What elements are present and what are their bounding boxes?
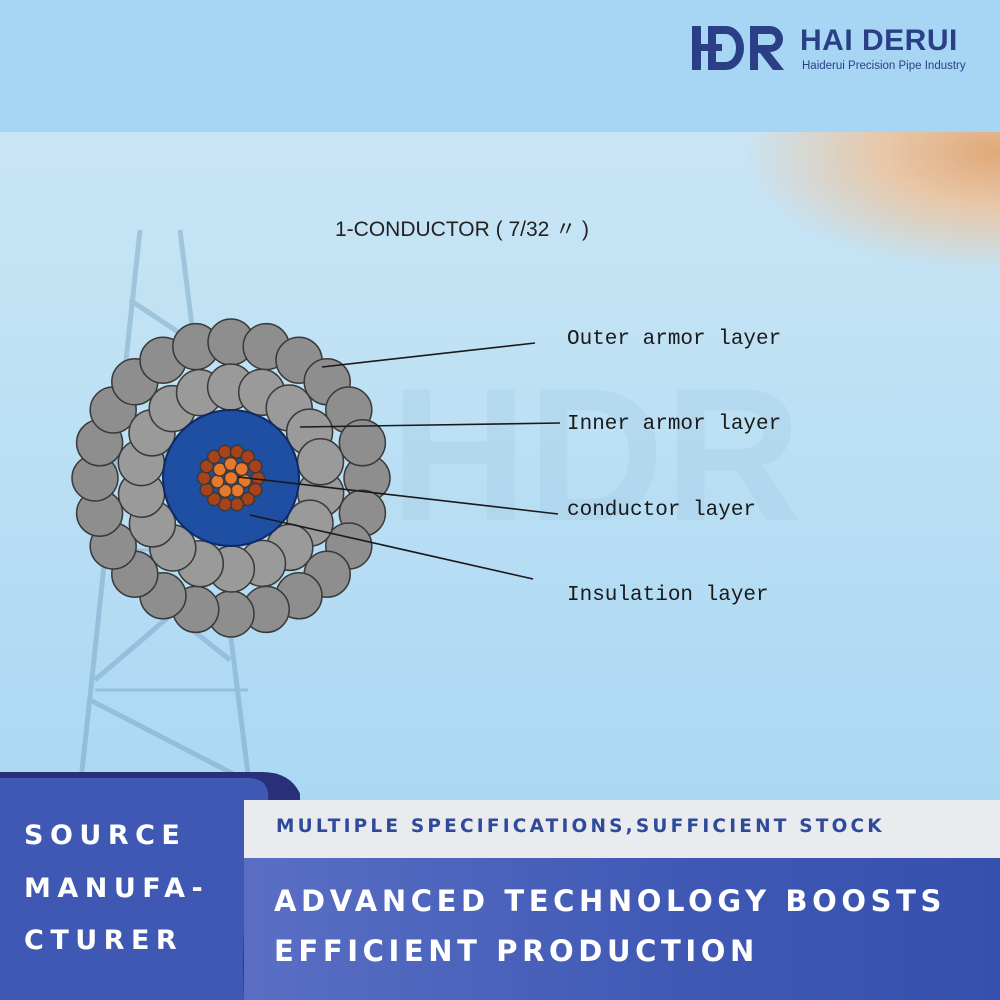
conductor-strand [196, 470, 212, 486]
logo-monogram [692, 26, 784, 70]
brand-name: HAI DERUI [800, 24, 958, 57]
conductor-strand [229, 497, 245, 512]
outer-armor-leader [321, 342, 536, 368]
feature-line-1: ADVANCED TECHNOLOGY BOOSTS [274, 884, 946, 918]
outer-armor-label: Outer armor layer [567, 328, 782, 351]
diagram-title: 1-CONDUCTOR ( 7/32 〃 ) [335, 218, 589, 241]
outer-armor-layer-strands [71, 318, 391, 638]
inner-armor-label: Inner armor layer [567, 413, 782, 436]
conductor-label: conductor layer [567, 499, 757, 522]
badge-line-2: MANUFA- [24, 873, 210, 904]
conductor-strand [230, 483, 245, 498]
badge-line-3: CTURER [24, 925, 184, 956]
background-scene: HDR [0, 132, 1000, 800]
conductor-strand [248, 482, 263, 497]
feature-panel [244, 858, 1000, 1000]
conductor-strand [223, 470, 239, 486]
badge-line-1: SOURCE [24, 820, 187, 851]
source-manufacturer-badge [0, 772, 300, 1000]
specification-strip [244, 800, 1000, 858]
brand-logo: HAI DERUI Haiderui Precision Pipe Indust… [690, 22, 990, 78]
inner-armor-layer-strands [117, 363, 345, 593]
conductor-strand [234, 461, 249, 477]
conductor-strands [196, 444, 266, 512]
insulation-label: Insulation layer [567, 584, 769, 607]
brand-tagline: Haiderui Precision Pipe Industry [802, 60, 966, 72]
conductor-leader [237, 476, 559, 515]
conductor-strand [210, 474, 225, 489]
cable-cross-section-diagram [71, 318, 561, 638]
inner-armor-leader [299, 422, 561, 428]
strip-text: MULTIPLE SPECIFICATIONS,SUFFICIENT STOCK [276, 816, 885, 837]
inner-armor-strand [296, 438, 345, 486]
svg-text:HDR: HDR [390, 349, 802, 561]
insulation-leader [249, 514, 534, 580]
header-bar: HAI DERUI Haiderui Precision Pipe Indust… [0, 0, 1000, 132]
leader-lines [237, 342, 561, 580]
feature-line-2: EFFICIENT PRODUCTION [274, 934, 759, 968]
conductor-strand [248, 459, 263, 474]
conductor-strand [199, 459, 214, 474]
conductor-strand [206, 491, 222, 507]
conductor-strand [240, 449, 256, 465]
outer-armor-strand [338, 419, 387, 467]
conductor-strand [217, 483, 233, 499]
conductor-strand [217, 444, 233, 459]
